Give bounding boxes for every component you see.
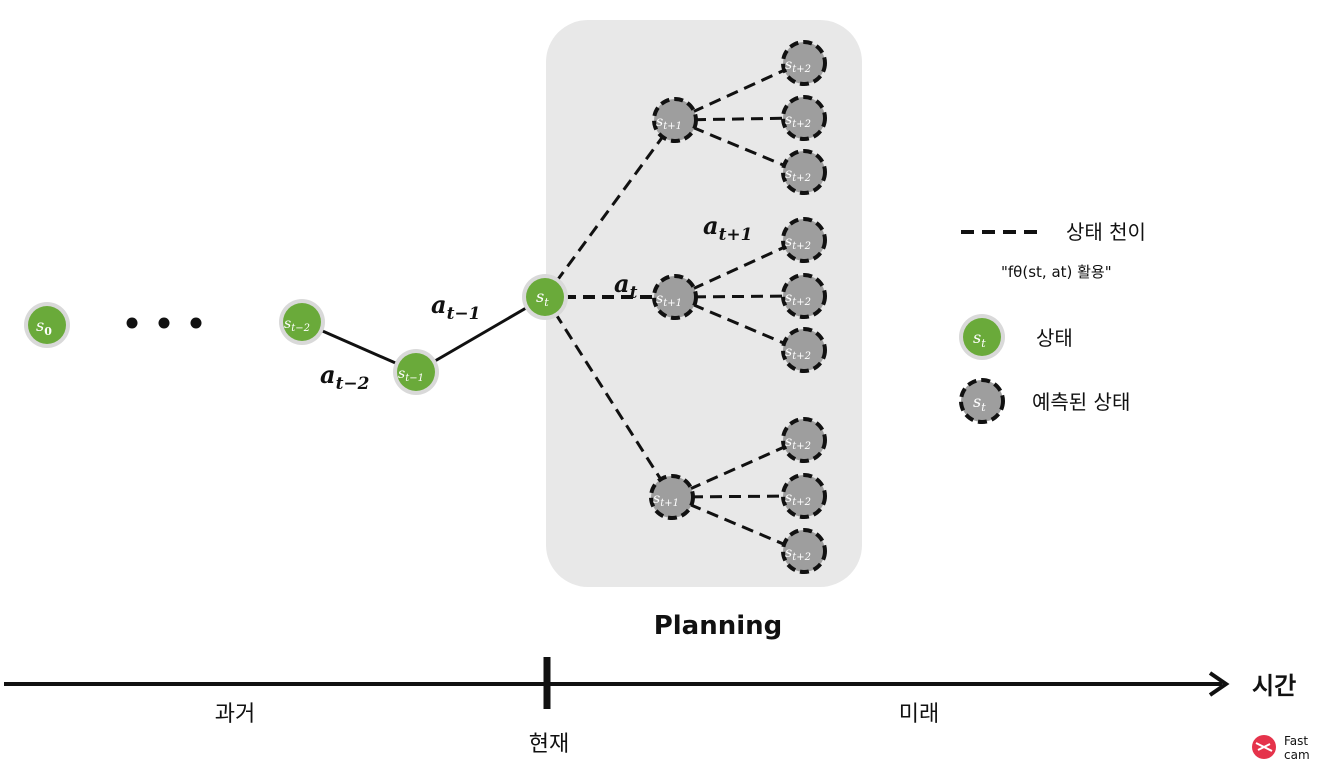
fastcam-logo: Fast cam	[1252, 734, 1310, 762]
predicted-state-t-plus-2-7: st+2	[781, 417, 827, 463]
predicted-state-t-plus-1-bottom: st+1	[649, 474, 695, 520]
predicted-state-t-plus-2-9: st+2	[781, 528, 827, 574]
legend-state-icon: st	[959, 314, 1005, 360]
predicted-state-t-plus-2-3: st+2	[781, 149, 827, 195]
svg-text:st+2: st+2	[785, 57, 811, 75]
action-a-t-minus-1: at−1	[431, 290, 481, 324]
svg-text:st+2: st+2	[785, 490, 811, 508]
timeline	[4, 657, 1230, 709]
predicted-state-t-plus-2-2: st+2	[781, 95, 827, 141]
state-s-t: st	[522, 274, 568, 320]
legend-predicted-state-label: 예측된 상태	[1032, 390, 1130, 414]
legend-transition-note: "fθ(st, at) 활용"	[1001, 263, 1112, 281]
svg-text:st+2: st+2	[785, 434, 811, 452]
svg-text:st−2: st−2	[284, 316, 310, 334]
legend-transition-label: 상태 천이	[1066, 220, 1146, 244]
planning-label: Planning	[654, 611, 783, 641]
action-a-t: at	[614, 269, 638, 303]
edge-tm1-t	[415, 295, 546, 374]
svg-text:st: st	[973, 392, 986, 414]
timeline-arrowhead	[1208, 671, 1230, 697]
svg-text:st+1: st+1	[656, 114, 682, 132]
svg-text:st+2: st+2	[785, 112, 811, 130]
state-s0: s0	[24, 302, 70, 348]
legend-predicted-state-icon: st	[959, 378, 1005, 424]
action-a-t-minus-2: at−2	[320, 360, 370, 394]
svg-text:st+2: st+2	[785, 166, 811, 184]
svg-text:s0: s0	[36, 316, 52, 338]
ellipsis-dots	[126, 317, 202, 329]
action-a-t-plus-1: at+1	[703, 211, 753, 245]
svg-text:st+1: st+1	[653, 491, 679, 509]
timeline-time-label: 시간	[1252, 672, 1296, 700]
state-s-t-minus-2: st−2	[279, 299, 325, 345]
timeline-future-label: 미래	[899, 702, 939, 727]
svg-text:st+2: st+2	[785, 234, 811, 252]
svg-text:Fast: Fast	[1284, 734, 1308, 748]
svg-text:cam: cam	[1284, 748, 1310, 762]
state-s-t-minus-1: st−1	[393, 349, 439, 395]
predicted-state-t-plus-2-1: st+2	[781, 40, 827, 86]
legend-state-label: 상태	[1036, 326, 1073, 350]
svg-text:st+2: st+2	[785, 344, 811, 362]
svg-text:st−1: st−1	[398, 366, 424, 384]
predicted-state-t-plus-2-4: st+2	[781, 217, 827, 263]
timeline-past-label: 과거	[215, 702, 255, 727]
predicted-states-t-plus-2: st+2 st+2 st+2 st+2 st+2 st+2 st+2 st+2 …	[781, 40, 827, 574]
predicted-state-t-plus-2-5: st+2	[781, 273, 827, 319]
timeline-present-label: 현재	[529, 732, 569, 757]
svg-text:st: st	[536, 287, 549, 309]
predicted-state-t-plus-2-8: st+2	[781, 473, 827, 519]
svg-text:st+2: st+2	[785, 545, 811, 563]
svg-text:st+1: st+1	[656, 291, 682, 309]
svg-text:st: st	[973, 328, 986, 350]
svg-text:st+2: st+2	[785, 290, 811, 308]
predicted-state-t-plus-2-6: st+2	[781, 327, 827, 373]
predicted-state-t-plus-1-top: st+1	[652, 97, 698, 143]
predicted-state-t-plus-1-mid: st+1	[652, 274, 698, 320]
